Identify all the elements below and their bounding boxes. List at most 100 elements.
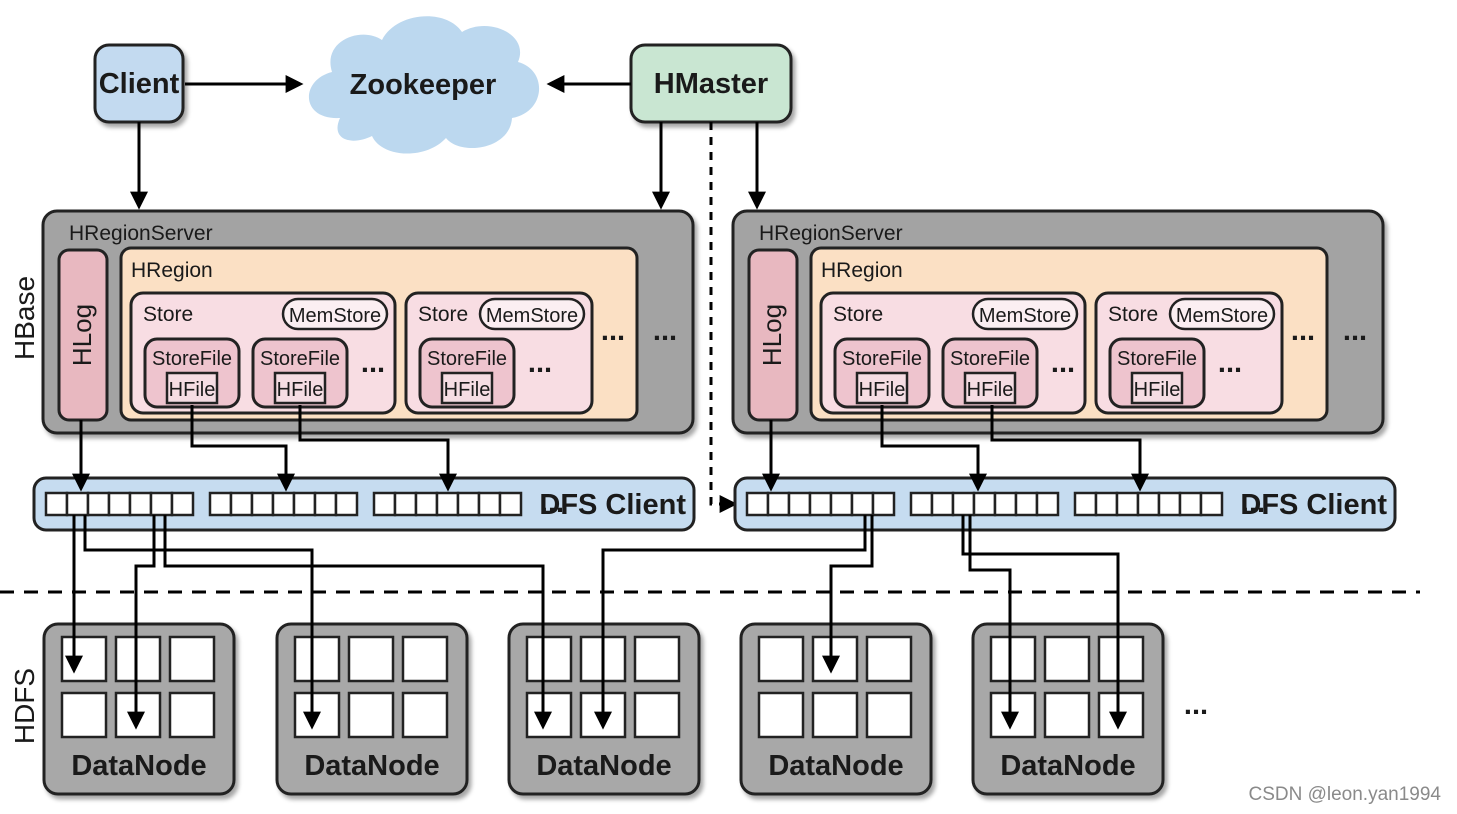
hlog-box bbox=[747, 248, 799, 422]
block-cell bbox=[871, 491, 896, 517]
hmaster-box: HMaster bbox=[629, 43, 793, 124]
store-more-ellipsis: ... bbox=[1291, 315, 1315, 347]
datanode-block bbox=[168, 635, 216, 683]
block-cell bbox=[271, 491, 296, 517]
hfile-to-dfs-arrow bbox=[990, 405, 1149, 492]
hregion-label: HRegion bbox=[131, 259, 213, 282]
watermark: CSDN @leon.yan1994 bbox=[1248, 784, 1441, 805]
hmaster-to-dfs-dashed-arrow bbox=[709, 122, 738, 513]
datanode-block bbox=[60, 635, 108, 683]
hfile-to-dfs-arrow bbox=[298, 405, 457, 492]
block-cell bbox=[787, 491, 812, 517]
hfile-to-dfs-arrow bbox=[190, 405, 295, 492]
datanode-block bbox=[347, 691, 395, 739]
memstore-pill bbox=[1168, 297, 1276, 331]
block-cell bbox=[808, 491, 833, 517]
region-more-ellipsis: ... bbox=[1343, 315, 1367, 347]
datanode-block bbox=[293, 691, 341, 739]
storefile-label: StoreFile bbox=[1117, 348, 1197, 370]
datanode-block bbox=[811, 635, 859, 683]
datanode-label: DataNode bbox=[71, 750, 206, 782]
datanode-2: DataNode bbox=[275, 622, 469, 796]
datanode-block bbox=[1097, 691, 1145, 739]
block-cell bbox=[229, 491, 254, 517]
region-server-label: HRegionServer bbox=[69, 222, 213, 245]
hfile-label: HFile bbox=[1134, 379, 1181, 401]
zookeeper-label: Zookeeper bbox=[350, 69, 497, 101]
block-cell bbox=[1094, 491, 1119, 517]
datanode-block bbox=[633, 635, 681, 683]
datanode-3: DataNode bbox=[507, 622, 701, 796]
block-cell bbox=[951, 491, 976, 517]
storefile-more-ellipsis: ... bbox=[1051, 347, 1075, 379]
block-cell bbox=[1014, 491, 1039, 517]
block-cell bbox=[930, 491, 955, 517]
datanode-block bbox=[757, 635, 805, 683]
datanode-block bbox=[633, 691, 681, 739]
datanode-block bbox=[60, 691, 108, 739]
dfs-to-datanode-arrow bbox=[83, 515, 321, 730]
hregion-label: HRegion bbox=[821, 259, 903, 282]
hdfs-side-label: HDFS bbox=[9, 668, 40, 744]
dfs-client-box bbox=[733, 476, 1397, 532]
datanode-block bbox=[811, 691, 859, 739]
block-cell bbox=[456, 491, 481, 517]
datanode-block bbox=[865, 691, 913, 739]
storefile-label: StoreFile bbox=[950, 348, 1030, 370]
datanode-block bbox=[401, 635, 449, 683]
block-cell bbox=[1157, 491, 1182, 517]
dfs-client-label: DFS Client bbox=[1240, 489, 1387, 521]
hfile-box bbox=[963, 371, 1017, 405]
block-cell bbox=[107, 491, 132, 517]
datanode-4: DataNode bbox=[739, 622, 933, 796]
hfile-box bbox=[165, 371, 219, 405]
dfs-to-datanode-arrow bbox=[968, 515, 1019, 730]
memstore-label: MemStore bbox=[486, 305, 578, 327]
datanode-block bbox=[1097, 635, 1145, 683]
hfile-label: HFile bbox=[277, 379, 324, 401]
zookeeper-cloud: Zookeeper bbox=[308, 16, 540, 154]
block-cell bbox=[1073, 491, 1098, 517]
hfile-box bbox=[855, 371, 909, 405]
memstore-pill bbox=[478, 297, 586, 331]
block-cell bbox=[1178, 491, 1203, 517]
hfile-label: HFile bbox=[967, 379, 1014, 401]
datanode-more-ellipsis: ... bbox=[1184, 689, 1208, 721]
store-label: Store bbox=[833, 303, 883, 326]
datanode-block bbox=[525, 635, 573, 683]
memstore-pill bbox=[281, 297, 389, 331]
storefile-more-ellipsis: ... bbox=[528, 347, 552, 379]
block-cell bbox=[86, 491, 111, 517]
hlog-label: HLog bbox=[757, 304, 787, 366]
block-cell bbox=[829, 491, 854, 517]
datanode-label: DataNode bbox=[304, 750, 439, 782]
client-box: Client bbox=[93, 43, 185, 124]
store-label: Store bbox=[1108, 303, 1158, 326]
hfile-to-dfs-arrow bbox=[880, 405, 987, 492]
datanode-5: DataNode bbox=[971, 622, 1165, 796]
datanode-block bbox=[865, 635, 913, 683]
datanode-block bbox=[347, 635, 395, 683]
dfs-client-2: ...DFS Client bbox=[733, 476, 1397, 532]
dfs-to-datanode-arrow bbox=[961, 515, 1127, 730]
block-cell bbox=[208, 491, 233, 517]
memstore-label: MemStore bbox=[289, 305, 381, 327]
dfs-more-ellipsis: ... bbox=[540, 487, 564, 519]
dfs-client-label: DFS Client bbox=[539, 489, 686, 521]
datanode-block bbox=[989, 635, 1037, 683]
hmaster-label: HMaster bbox=[654, 68, 768, 100]
block-cell bbox=[334, 491, 359, 517]
storefile-more-ellipsis: ... bbox=[361, 347, 385, 379]
store-more-ellipsis: ... bbox=[601, 315, 625, 347]
block-cell bbox=[1115, 491, 1140, 517]
dfs-to-datanode-arrow bbox=[127, 515, 156, 730]
dfs-to-datanode-arrow bbox=[163, 515, 552, 730]
hfile-label: HFile bbox=[859, 379, 906, 401]
storefile-label: StoreFile bbox=[260, 348, 340, 370]
datanode-block bbox=[1043, 691, 1091, 739]
datanode-label: DataNode bbox=[536, 750, 671, 782]
block-cell bbox=[745, 491, 770, 517]
datanode-block bbox=[168, 691, 216, 739]
